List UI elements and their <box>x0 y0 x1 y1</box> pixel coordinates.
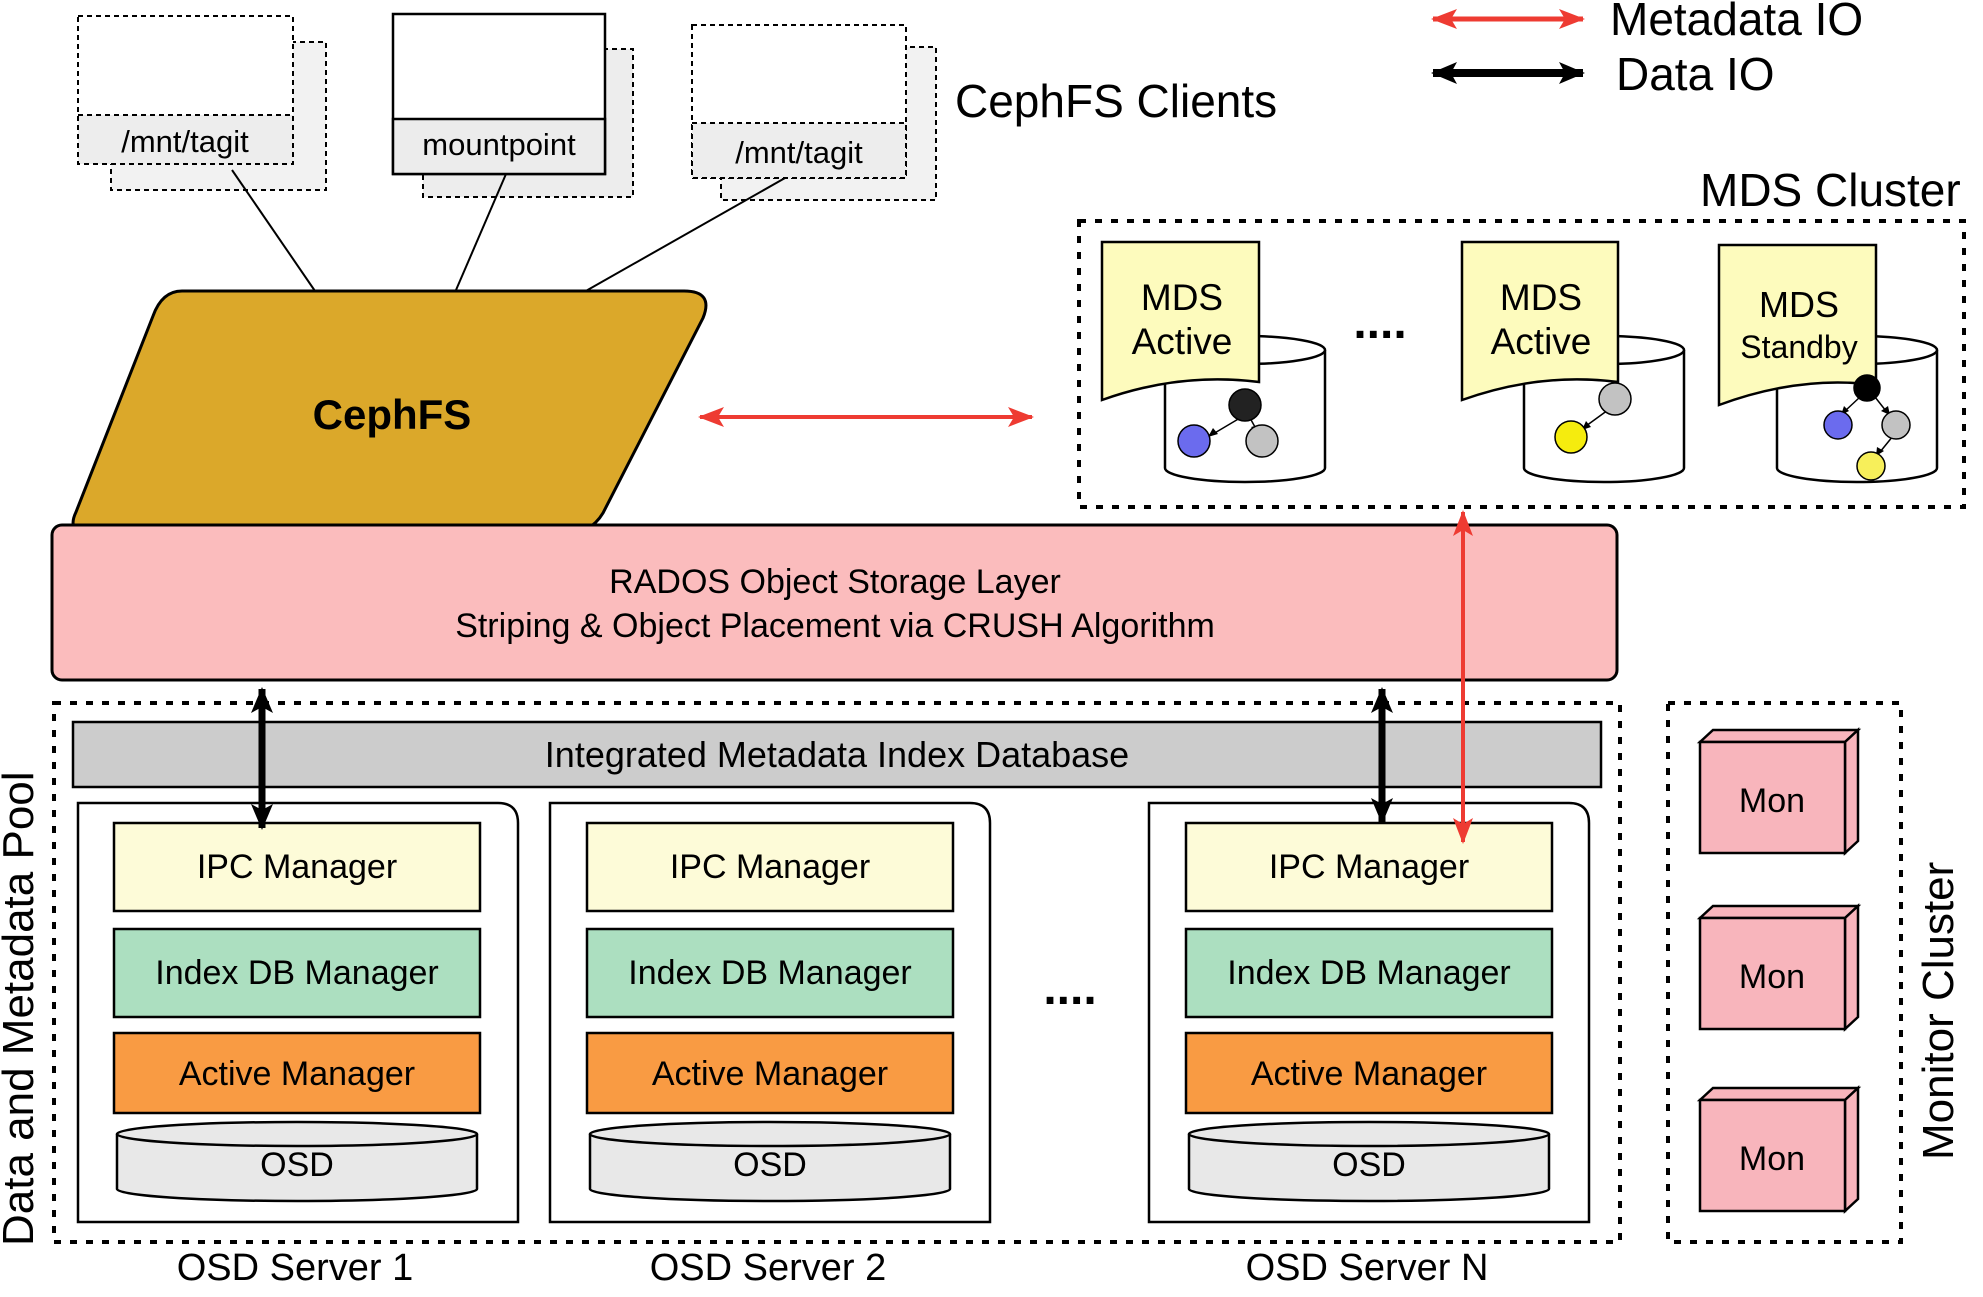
index-db-label: Integrated Metadata Index Database <box>545 734 1129 775</box>
mds-node-1-line1: MDS <box>1141 277 1223 318</box>
osd-server-n-index-label: Index DB Manager <box>1227 954 1511 992</box>
cephfs-filesystem: CephFS <box>71 289 708 537</box>
mds-node-2: MDS Active <box>1460 240 1686 484</box>
client-3-mount-label: /mnt/tagit <box>735 135 863 170</box>
mds-node-3: MDS Standby <box>1717 243 1939 484</box>
osd-server-1-index-label: Index DB Manager <box>155 954 439 992</box>
osd-server-2-index-label: Index DB Manager <box>628 954 912 992</box>
osd-server-2: IPC Manager Index DB Manager Active Mana… <box>548 801 992 1224</box>
mds-node-2-line1: MDS <box>1500 277 1582 318</box>
osd-server-2-ipc-label: IPC Manager <box>670 848 870 886</box>
mds-cluster-title: MDS Cluster <box>1700 164 1961 216</box>
mds-node-3-line1: MDS <box>1759 284 1839 325</box>
client-1-mount-label: /mnt/tagit <box>121 124 249 159</box>
osd-server-n-ipc-label: IPC Manager <box>1269 848 1469 886</box>
client-2-mount-label: mountpoint <box>422 127 576 162</box>
pool-title: Data and Metadata Pool <box>0 771 43 1246</box>
data-io-legend-label: Data IO <box>1616 48 1775 100</box>
mds-node-2-line2: Active <box>1491 321 1592 362</box>
cephfs-clients: /mnt/tagit mountpoint /mnt/tagit CephFS … <box>77 12 1277 201</box>
osd-servers-ellipsis: .... <box>1043 962 1096 1015</box>
client-2: mountpoint <box>391 12 634 198</box>
monitor-cluster-boundary <box>1666 701 1903 1244</box>
mds-cluster: MDS Cluster MDS Active .... MDS Active <box>1077 164 1966 509</box>
mds-node-1-line2: Active <box>1132 321 1233 362</box>
mon-node-2-label: Mon <box>1739 958 1805 996</box>
data-metadata-pool: Data and Metadata Pool Integrated Metada… <box>0 701 1622 1289</box>
pool-boundary <box>52 701 1622 1244</box>
mon-node-1: Mon <box>1696 727 1862 856</box>
mds-ellipsis: .... <box>1353 296 1406 349</box>
mds-cluster-boundary <box>1077 219 1966 509</box>
rados-layer: RADOS Object Storage Layer Striping & Ob… <box>50 523 1619 682</box>
cephfs-clients-title: CephFS Clients <box>955 75 1277 127</box>
mds-node-3-line2: Standby <box>1740 329 1857 365</box>
osd-server-n-osd-label: OSD <box>1332 1146 1406 1184</box>
osd-server-1: IPC Manager Index DB Manager Active Mana… <box>76 801 520 1224</box>
osd-server-n-name: OSD Server N <box>1246 1247 1489 1289</box>
osd-server-1-osd-label: OSD <box>260 1146 334 1184</box>
osd-server-2-osd-label: OSD <box>733 1146 807 1184</box>
osd-server-1-active-label: Active Manager <box>179 1055 415 1093</box>
osd-server-1-ipc-label: IPC Manager <box>197 848 397 886</box>
mon-node-2: Mon <box>1696 903 1862 1032</box>
osd-server-1-name: OSD Server 1 <box>177 1247 414 1289</box>
osd-server-n: IPC Manager Index DB Manager Active Mana… <box>1147 801 1591 1224</box>
osd-server-2-name: OSD Server 2 <box>650 1247 887 1289</box>
rados-line1: RADOS Object Storage Layer <box>609 563 1061 601</box>
monitor-cluster-title: Monitor Cluster <box>1914 862 1963 1160</box>
mon-node-3-label: Mon <box>1739 1140 1805 1178</box>
legend: Metadata IO Data IO <box>1431 0 1863 100</box>
monitor-cluster: Monitor Cluster Mon Mon Mon <box>1666 701 1963 1244</box>
client-connectors <box>231 169 786 298</box>
mds-node-1: MDS Active <box>1100 240 1327 484</box>
cephfs-label: CephFS <box>313 391 472 438</box>
osd-server-n-active-label: Active Manager <box>1251 1055 1487 1093</box>
rados-line2: Striping & Object Placement via CRUSH Al… <box>455 607 1215 645</box>
client-3: /mnt/tagit <box>691 24 937 201</box>
index-db-bar <box>71 720 1603 789</box>
metadata-io-legend-label: Metadata IO <box>1610 0 1863 45</box>
mon-node-1-label: Mon <box>1739 782 1805 820</box>
osd-server-2-active-label: Active Manager <box>652 1055 888 1093</box>
mon-node-3: Mon <box>1696 1085 1862 1214</box>
client-1: /mnt/tagit <box>77 15 327 191</box>
